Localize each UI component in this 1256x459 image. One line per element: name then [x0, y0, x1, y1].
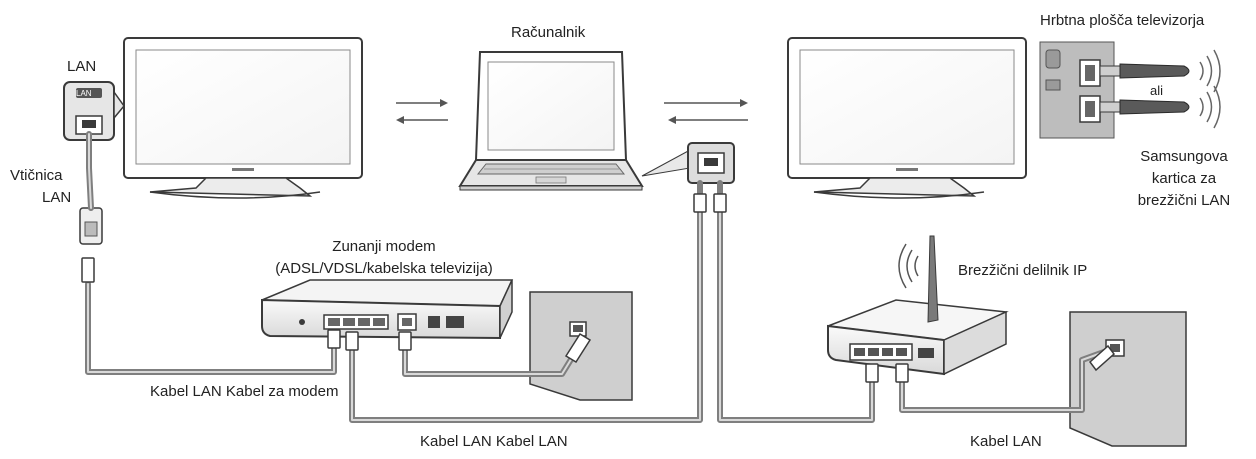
laptop-lan-port-callout: [641, 142, 735, 184]
label-lan-cable-right: Kabel LAN: [970, 433, 1042, 450]
arrow-left-icon: [668, 116, 748, 124]
label-wireless-adapter-line2: kartica za: [1151, 170, 1217, 187]
wireless-signal-icon: [1199, 49, 1221, 129]
label-external-modem-line1: Zunanji modem: [332, 238, 436, 255]
label-wireless-adapter: Samsungova kartica za brezžični LAN: [1126, 146, 1242, 212]
arrow-left-icon: [396, 116, 448, 124]
port-tag-label: LAN: [76, 89, 92, 98]
laptop-icon: [458, 51, 644, 191]
label-wall-socket-line1: Vtičnica: [10, 167, 63, 184]
label-wall-socket: Vtičnica LAN: [10, 165, 71, 209]
cables: [85, 131, 1107, 423]
label-lan-cable-pair: Kabel LAN Kabel LAN: [420, 433, 568, 450]
label-wall-socket-line2: LAN: [42, 189, 72, 206]
usb-dongle-icon: [1099, 99, 1190, 115]
label-external-modem: Zunanji modem (ADSL/VDSL/kabelska televi…: [264, 236, 504, 280]
label-wireless-adapter-line1: Samsungova: [1140, 148, 1228, 165]
rj45-plug-angled: [564, 332, 1116, 372]
label-lan: LAN: [67, 58, 97, 75]
arrow-right-icon: [396, 99, 448, 107]
rj45-plug-icon: [81, 193, 909, 383]
label-or: ali: [1150, 83, 1164, 98]
label-wireless-adapter-line3: brezžični LAN: [1137, 192, 1231, 209]
label-wireless-ip-sharer: Brezžični delilnik IP: [958, 262, 1088, 279]
usb-dongle-icon: [1099, 63, 1190, 79]
wireless-signal-icon: [898, 243, 919, 289]
router-icon: [827, 235, 1009, 376]
arrow-right-icon: [664, 99, 748, 107]
wall-socket-icon: [79, 207, 103, 245]
modem-icon: [261, 279, 514, 340]
wall-lan-port-callout: [63, 81, 125, 141]
tv-left-icon: [123, 37, 363, 199]
tv-back-panel-icon: [1039, 41, 1115, 139]
tv-right-icon: [787, 37, 1027, 199]
wall-socket-icon: [1069, 311, 1187, 447]
label-external-modem-line2: (ADSL/VDSL/kabelska televizija): [275, 260, 493, 277]
label-computer: Računalnik: [511, 24, 586, 41]
label-lan-and-modem-cable: Kabel LAN Kabel za modem: [150, 383, 339, 400]
label-tv-back-panel: Hrbtna plošča televizorja: [1040, 12, 1205, 29]
